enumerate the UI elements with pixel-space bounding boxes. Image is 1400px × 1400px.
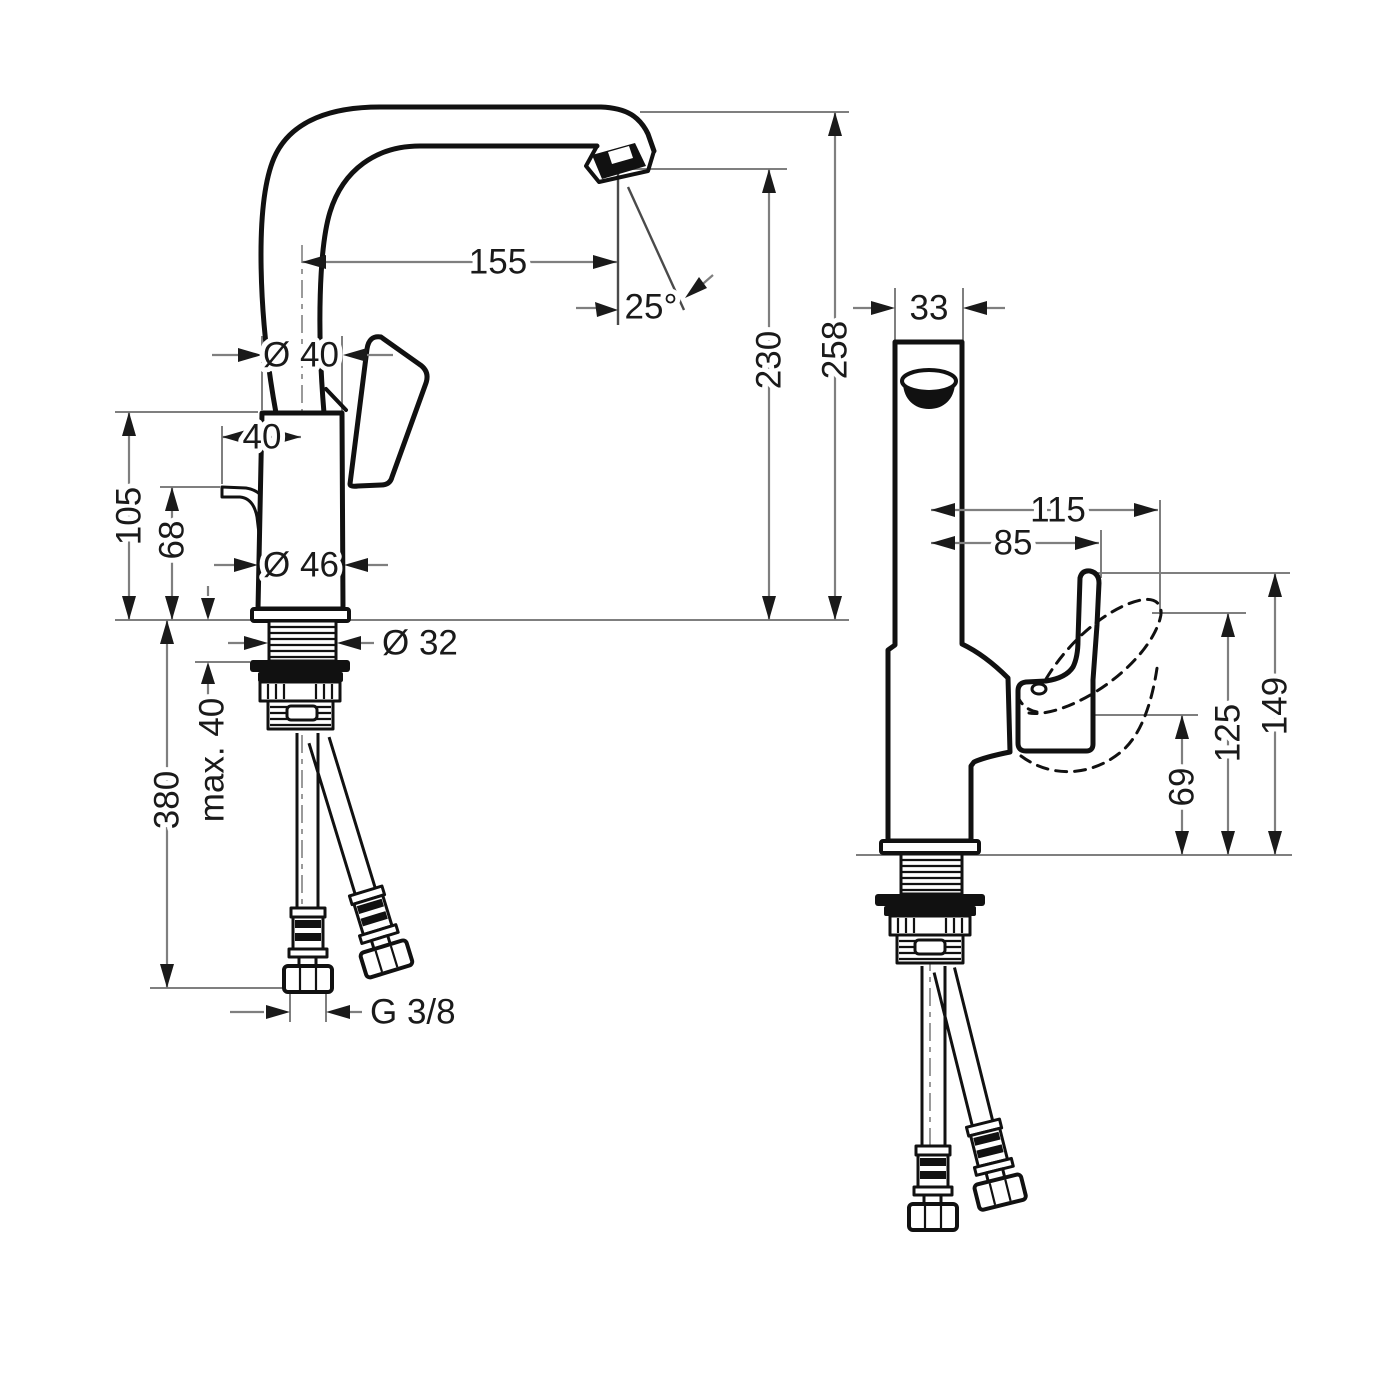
dim-label-149: 149 <box>1256 677 1295 735</box>
handle-front <box>347 334 430 489</box>
dim-label-85: 85 <box>994 524 1033 563</box>
hose-connector-nut <box>282 964 334 994</box>
dim-230: 230 <box>745 169 794 620</box>
seal-washer-front <box>250 660 350 672</box>
dim-label-dia32: Ø 32 <box>382 624 458 663</box>
nut-slots-front <box>266 684 334 699</box>
handle-side <box>1015 568 1102 754</box>
dim-max-40: max. 40 <box>188 586 237 827</box>
dim-label-258: 258 <box>816 321 855 379</box>
handle-swivel-position-upper <box>1027 597 1163 715</box>
dim-380: 380 <box>143 620 192 988</box>
dim-label-115: 115 <box>1030 491 1086 530</box>
hose-tube <box>295 733 320 908</box>
hose-braid-band <box>973 1131 1001 1146</box>
body-side <box>885 339 1013 844</box>
spout-inner-curve <box>317 143 600 416</box>
supply-hose-straight-front <box>282 733 334 994</box>
hose-braid-band <box>920 1158 946 1166</box>
hose-nut-facets <box>374 945 399 973</box>
dim-125: 125 <box>1204 613 1253 855</box>
dim-25-degrees: 25° <box>576 274 714 332</box>
hose-connector-nut <box>358 938 415 980</box>
dim-label-125: 125 <box>1209 704 1248 762</box>
dim-68: 68 <box>148 487 197 620</box>
dim-label-25deg: 25° <box>625 288 678 327</box>
dim-40: 40 <box>222 413 301 462</box>
dim-69: 69 <box>1158 715 1207 855</box>
dim-115: 115 <box>931 486 1158 535</box>
spout-outlet-bowl <box>903 384 955 409</box>
handle-swivel-position-lower <box>1019 659 1160 774</box>
front-dimensions: 155 25° Ø 40 40 <box>105 112 860 1037</box>
front-faucet-outline <box>220 104 657 623</box>
dim-label-105: 105 <box>110 487 149 545</box>
dim-label-33: 33 <box>910 289 949 328</box>
dim-dia-40: Ø 40 <box>212 331 393 380</box>
dim-label-155: 155 <box>469 243 527 282</box>
dim-g-three-eighths: G 3/8 <box>230 988 461 1037</box>
base-flange-front <box>250 607 351 623</box>
dim-155: 155 <box>302 238 617 287</box>
handle-swivel-position-hub <box>1015 692 1039 714</box>
dim-label-dia46: Ø 46 <box>263 546 339 585</box>
dim-label-69: 69 <box>1163 768 1202 807</box>
hose-braid-band <box>295 920 321 928</box>
supply-hose-angled-side <box>932 967 1028 1212</box>
dim-label-230: 230 <box>750 331 789 389</box>
hose-nut-facets <box>923 1206 943 1228</box>
dim-85: 85 <box>931 519 1099 568</box>
front-undercounter <box>250 619 415 994</box>
dim-label-max40: max. 40 <box>193 698 232 823</box>
handle-base-edge <box>324 387 348 412</box>
hose-tube <box>920 966 947 1146</box>
dim-dia-46: Ø 46 <box>214 541 388 590</box>
shank-threads-side <box>901 858 962 892</box>
shank-threads-front <box>269 625 336 659</box>
side-view: 33 115 85 149 <box>853 284 1300 1232</box>
hose-braid-band <box>360 911 388 927</box>
supply-hose-angled-front <box>307 736 415 980</box>
dim-label-68: 68 <box>153 521 192 560</box>
side-dimensions: 33 115 85 149 <box>853 284 1300 855</box>
hose-braid-band <box>976 1144 1004 1159</box>
supply-hose-straight-side <box>907 966 959 1232</box>
hose-connector-nut <box>907 1202 959 1232</box>
dim-33: 33 <box>853 284 1005 333</box>
stud-foot-side <box>913 938 947 956</box>
dim-label-g38: G 3/8 <box>370 993 456 1032</box>
handle-indicator-dot <box>1030 682 1048 696</box>
hose-nut-facets <box>988 1179 1012 1205</box>
hose-nut-facets <box>298 968 318 990</box>
side-extension-lines <box>856 288 1292 856</box>
side-undercounter <box>875 852 1028 1232</box>
hose-braid-band <box>295 933 321 941</box>
spout-outer-curve <box>258 104 657 416</box>
hose-connector-nut <box>972 1172 1028 1212</box>
front-view: 155 25° Ø 40 40 <box>105 104 860 1037</box>
stud-foot-front <box>285 704 319 722</box>
dim-105: 105 <box>105 412 154 620</box>
dim-label-40: 40 <box>243 418 282 457</box>
dim-dia-32: Ø 32 <box>228 619 463 668</box>
dim-149: 149 <box>1251 573 1300 855</box>
spout-tip-outline <box>584 132 656 184</box>
dim-label-dia40: Ø 40 <box>263 336 339 375</box>
nut-slots-side <box>896 918 964 933</box>
hose-braid-band <box>356 898 384 914</box>
base-flange-side <box>879 839 981 855</box>
dim-258: 258 <box>811 112 860 620</box>
hose-braid-band <box>920 1171 946 1179</box>
side-faucet-outline <box>879 339 1163 855</box>
aerator-notch <box>608 146 633 164</box>
mounting-nut-side <box>888 914 972 937</box>
seal-washer-side <box>875 894 985 906</box>
hose-tube <box>307 736 377 895</box>
spout-angle-extension-slanted <box>626 186 686 311</box>
mounting-nut-front <box>258 680 342 703</box>
hose-tube <box>932 967 995 1127</box>
dim-label-380: 380 <box>148 771 187 829</box>
